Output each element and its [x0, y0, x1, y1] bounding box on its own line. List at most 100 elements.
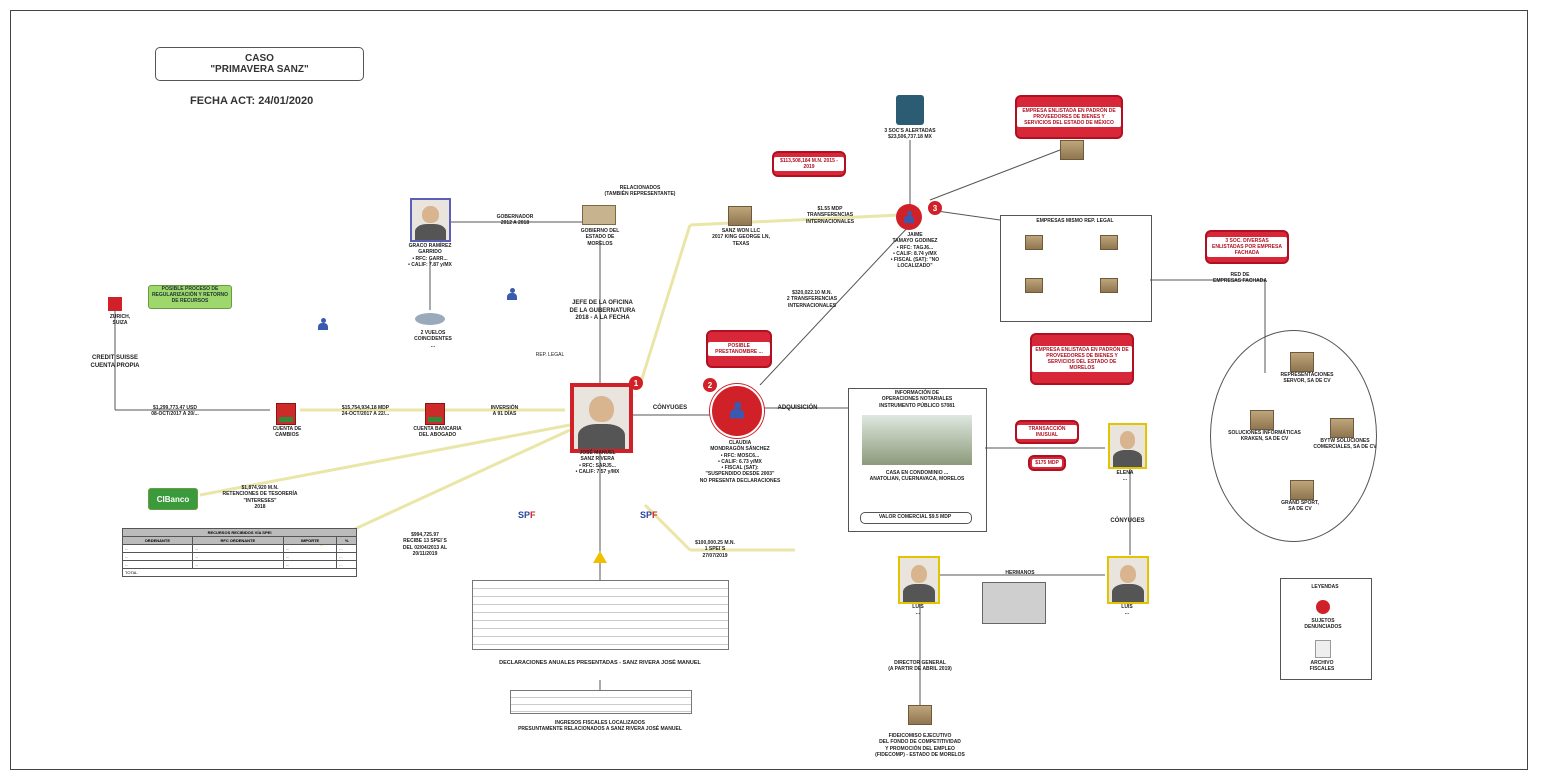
sat-alert-label: 3 SOC'S ALERTADAS — [884, 128, 936, 134]
jaime-label: JAIME TAMAYO GODINEZ • RFC: TAGJ6... • C… — [890, 232, 940, 270]
company-icon-d — [1100, 278, 1118, 293]
gobernador-label: GOBERNADOR 2012 A 2018 — [496, 214, 534, 227]
person-icon-right — [507, 288, 517, 300]
legend-red-dot-icon — [1316, 600, 1330, 614]
hermanos-label: HERMANOS — [1005, 570, 1035, 576]
sat-alert-amount: $23,506,737.18 MX — [888, 134, 932, 140]
recursos-total: TOTAL — [122, 568, 357, 577]
node-number-1: 1 — [629, 376, 643, 390]
mdp-transfer-label: $15,754,934.18 MDP 24-OCT/2017 A 22/... — [341, 405, 390, 418]
inversion-label: INVERSIÓN A 91 DÍAS — [490, 405, 519, 418]
rep-legal-label: REP. LEGAL — [535, 352, 565, 358]
table-cell: ... — [122, 544, 193, 553]
node-number-2: 2 — [703, 378, 717, 392]
recursos-table-title: RECURSOS RECIBIDOS VÍA SPEI — [122, 528, 357, 537]
servor-label: REPRESENTACIONES SERVOR, SA DE CV — [1280, 372, 1334, 385]
grand-sport-label: GRAND SPORT, SA DE CV — [1281, 500, 1319, 513]
recursos-table: RECURSOS RECIBIDOS VÍA SPEI ORDENANTE RF… — [122, 528, 357, 577]
casa-label: CASA EN CONDOMINIO ... ANATOLIAN, CUERNA… — [869, 470, 965, 483]
company-icon-a — [1025, 235, 1043, 250]
declaraciones-table — [472, 580, 729, 650]
valor-label: VALOR COMERCIAL $9.5 MDP — [878, 514, 952, 520]
contrato-amount: $113,508,184 M.N. 2015 - 2019 — [774, 157, 844, 171]
jaime-avatar — [896, 204, 922, 230]
retenciones-label: $1,874,920 M.N. RETENCIONES DE TESORERÍA… — [222, 485, 298, 510]
red-fachada-circle — [1210, 330, 1377, 542]
spei-2-label: $100,000.25 M.N. 1 SPEI´S 27/07/2019 — [695, 540, 735, 559]
info-operaciones-title: INFORMACIÓN DE OPERACIONES NOTARIALES IN… — [879, 390, 955, 409]
info-operaciones-box — [848, 388, 987, 532]
table-cell: ... — [336, 560, 357, 569]
ingresos-table — [510, 690, 692, 714]
claudia-avatar — [710, 384, 764, 438]
empresa-building-icon — [1060, 140, 1084, 160]
elena-label: ELENA ... — [1116, 470, 1134, 483]
table-cell: ... — [282, 560, 338, 569]
node-number-3: 3 — [928, 201, 942, 215]
government-building-icon — [582, 205, 616, 225]
elena-photo — [1108, 423, 1147, 469]
transferencias-2-label: $320,022.10 M.N. 2 TRANSFERENCIAS INTERN… — [786, 290, 838, 309]
graco-label: GRACO RAMÍREZ GARRIDO • RFC: GARR... • C… — [408, 243, 452, 268]
table-cell: ... — [122, 552, 193, 561]
table-cell: ... — [191, 560, 284, 569]
credit-suisse-label: CREDIT SUISSE CUENTA PROPIA — [90, 355, 140, 369]
conyuges-2-label: CÓNYUGES — [1110, 518, 1145, 524]
airplane-icon — [415, 313, 445, 325]
recursos-header: % — [336, 536, 357, 545]
gobierno-label: GOBIERNO DEL ESTADO DE MORELOS — [580, 228, 620, 247]
conyuges-1-label: CÓNYUGES — [652, 405, 688, 411]
luis-photo-left — [898, 556, 940, 604]
bytw-label: BYTW SOLUCIONES COMERCIALES, SA DE CV — [1313, 438, 1377, 451]
sat-search-icon — [896, 95, 924, 125]
table-cell: ... — [191, 544, 284, 553]
cibanco-logo: CIBanco — [148, 488, 198, 510]
zurich-label: ZURICH, SUIZA — [109, 314, 131, 327]
empresa-enlistada-2-pill: EMPRESA ENLISTADA EN PADRÓN DE PROVEEDOR… — [1030, 333, 1134, 385]
relacionados-label: RELACIONADOS (TAMBIÉN REPRESENTANTE) — [604, 185, 676, 198]
table-cell: ... — [191, 552, 284, 561]
fondo-text: $175 MDP — [1032, 459, 1062, 467]
case-title-line1: CASO — [245, 53, 274, 64]
legend-box — [1280, 578, 1372, 680]
recursos-header: ORDENANTE — [122, 536, 193, 545]
empresas-fachada-pill: 3 SOC. DIVERSAS ENLISTADAS POR EMPRESA F… — [1205, 230, 1289, 264]
empresas-rep-legal-box — [1000, 215, 1152, 322]
prestanombres-image — [982, 582, 1046, 624]
case-title-line2: "PRIMAVERA SANZ" — [210, 64, 309, 75]
luis-right-label: LUIS ... — [1121, 604, 1133, 617]
legend-archivo-label: ARCHIVO FISCALES — [1309, 660, 1335, 673]
transaccion-text: TRANSACCIÓN INUSUAL — [1017, 425, 1077, 439]
recursos-header: IMPORTE — [282, 536, 338, 545]
grand-sport-icon — [1290, 480, 1314, 500]
fondo-pill: $175 MDP — [1028, 455, 1066, 471]
legend-sujetos-label: SUJETOS DENUNCIADOS — [1304, 618, 1342, 631]
red-fachada-label: RED DE EMPRESAS FACHADA — [1213, 272, 1267, 285]
swiss-flag-icon — [108, 297, 122, 311]
jose-manuel-photo — [570, 383, 633, 453]
jefe-oficina-label: JEFE DE LA OFICINA DE LA GUBERNATURA 201… — [569, 300, 636, 321]
luis-photo-right — [1107, 556, 1149, 604]
usd-transfer-label: $1,299,773.47 USD 08-OCT/2017 A 20/... — [151, 405, 199, 418]
fideicomiso-label: FIDEICOMISO EJECUTIVO DEL FONDO DE COMPE… — [875, 733, 965, 758]
legend-file-icon — [1315, 640, 1331, 658]
cuenta-bancaria-icon — [425, 403, 445, 425]
empresas-rep-legal-title: EMPRESAS MISMO REP. LEGAL — [1036, 218, 1114, 224]
cuenta-cambios-icon — [276, 403, 296, 425]
spf-logo-left: SPF — [518, 510, 536, 520]
cuenta-bancaria-label: CUENTA BANCARIA DEL ABOGADO — [413, 426, 462, 439]
person-icon-left — [318, 318, 328, 330]
kraken-label: SOLUCIONES INFORMÁTICAS KRAKEN, SA DE CV — [1228, 430, 1301, 443]
recursos-header: RFC ORDENANTE — [191, 536, 284, 545]
jose-manuel-label: JOSÉ MANUEL SANZ RIVERA • RFC: SARJ5... … — [575, 450, 620, 475]
spei-1-label: $994,725.97 RECIBE 13 SPEI´S DEL 02/04/2… — [402, 532, 448, 557]
table-row: ... ... ... ... — [122, 560, 357, 569]
transaccion-pill: TRANSACCIÓN INUSUAL — [1015, 420, 1079, 444]
servor-icon — [1290, 352, 1314, 372]
empresa-enlistada-2-text: EMPRESA ENLISTADA EN PADRÓN DE PROVEEDOR… — [1032, 346, 1132, 372]
cuenta-cambios-label: CUENTA DE CAMBIOS — [272, 426, 302, 439]
table-cell: ... — [336, 552, 357, 561]
ingresos-label: INGRESOS FISCALES LOCALIZADOS PRESUNTAME… — [518, 720, 682, 733]
table-cell: ... — [282, 544, 338, 553]
